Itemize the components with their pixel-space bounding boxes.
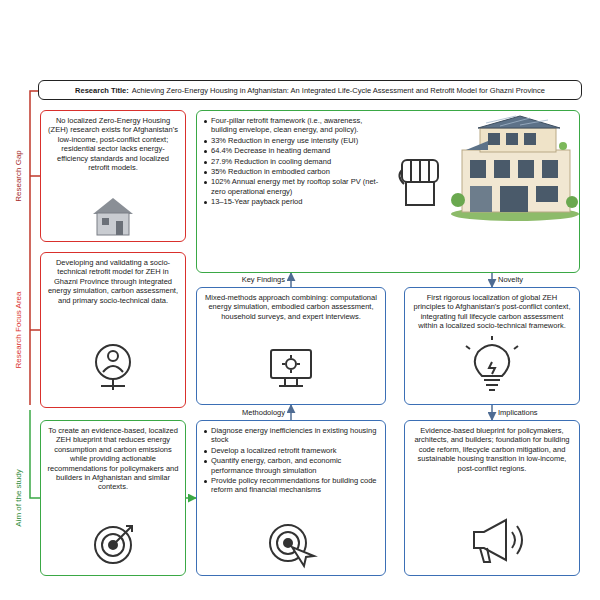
bullet-text: 13–15-Year payback period [211,197,302,206]
bullet-dot [204,430,207,433]
bullet-item: Develop a localized retrofit framework [203,446,379,455]
flow-arrow [186,497,196,499]
target-cursor-icon [270,525,314,566]
bullet-item: 33% Reduction in energy use intensity (E… [203,136,379,145]
text-area: Four-pillar retrofit framework (i.e., aw… [203,116,379,206]
bullet-dot [204,181,207,184]
bullet-dot [204,171,207,174]
bullet-dot [204,120,207,123]
title-text: Achieving Zero-Energy Housing in Afghani… [132,86,545,95]
bracket-line [30,410,40,498]
bullet-dot [204,460,207,463]
flow-label: Methodology [241,408,286,418]
text-area: To create an evidence-based, localized Z… [47,426,179,492]
flow-label: Key Findings [241,275,286,285]
flow-arrow [491,405,493,420]
text-area: No localized Zero-Energy Housing (ZEH) r… [47,116,179,172]
bullet-item: 64.4% Decrease in heating demand [203,146,379,155]
bullet-text: 35% Reduction in embodied carbon [211,167,330,176]
title-box: Research Title:Achieving Zero-Energy Hou… [38,80,582,100]
text-area: First rigorous localization of global ZE… [411,293,573,331]
bracket-tick [30,176,40,330]
text-area: Evidence-based blueprint for policymaker… [411,426,573,473]
bullet-dot [204,161,207,164]
bullet-item: 27.9% Reduction in cooling demand [203,157,379,166]
bullet-dot [204,201,207,204]
gear-monitor-icon [271,350,311,386]
text-area: Research Title:Achieving Zero-Energy Hou… [45,86,575,95]
bracket-line [30,91,38,405]
bullet-item: 35% Reduction in embodied carbon [203,167,379,176]
target-icon [95,526,132,563]
text-area: Diagnose energy inefficiencies in existi… [203,426,379,495]
box-text: To create an evidence-based, localized Z… [47,426,179,492]
bullet-dot [204,150,207,153]
text-area: Developing and validating a socio-techni… [47,258,179,305]
section-label: Research Focus Area [14,292,23,369]
flow-arrow [290,273,292,287]
text-area: Mixed-methods approach combining: comput… [203,293,379,321]
box-text: Developing and validating a socio-techni… [47,258,179,305]
bullet-item: Four-pillar retrofit framework (i.e., aw… [203,116,379,135]
bullet-dot [204,450,207,453]
house-icon [93,198,133,235]
bullet-text: Provide policy recommendations for build… [211,476,379,495]
research-focus-box: Developing and validating a socio-techni… [40,252,186,408]
bullet-text: 27.9% Reduction in cooling demand [211,157,331,166]
bullet-text: Quantify energy, carbon, and economic pe… [211,456,379,475]
box-text: Mixed-methods approach combining: comput… [203,293,379,321]
lightbulb-icon [466,336,518,390]
bullet-item: Provide policy recommendations for build… [203,476,379,495]
bullet-item: Quantify energy, carbon, and economic pe… [203,456,379,475]
objectives-box: Diagnose energy inefficiencies in existi… [196,420,386,576]
bullet-text: Four-pillar retrofit framework (i.e., aw… [211,116,379,135]
box-text: No localized Zero-Energy Housing (ZEH) r… [47,116,179,172]
bullet-text: Diagnose energy inefficiencies in existi… [211,426,379,445]
key-findings-box: Four-pillar retrofit framework (i.e., aw… [196,110,580,273]
building-illustration [451,116,579,221]
bullet-text: 64.4% Decrease in heating demand [211,146,330,155]
flow-arrow [491,273,493,287]
bullet-item: 13–15-Year payback period [203,197,379,206]
megaphone-icon [474,520,522,562]
title-heading: Research Title: [75,86,129,95]
methodology-box: Mixed-methods approach combining: comput… [196,287,386,405]
bullet-item: 102% Annual energy met by rooftop solar … [203,177,379,196]
flow-label: Novelty [497,275,524,285]
aim-box: To create an evidence-based, localized Z… [40,420,186,576]
flow-label: Implications [497,408,539,418]
section-label: Research Gap [14,150,23,202]
bullet-item: Diagnose energy inefficiencies in existi… [203,426,379,445]
bullet-text: Develop a localized retrofit framework [211,446,336,455]
fist-icon [399,160,438,205]
focus-icon [96,345,130,390]
bullet-text: 102% Annual energy met by rooftop solar … [211,177,379,196]
bullet-text: 33% Reduction in energy use intensity (E… [211,136,358,145]
bullet-dot [204,480,207,483]
section-label: Aim of the study [14,469,23,526]
box-text: First rigorous localization of global ZE… [411,293,573,331]
flow-arrow [290,405,292,420]
novelty-box: First rigorous localization of global ZE… [404,287,580,405]
research-gap-box: No localized Zero-Energy Housing (ZEH) r… [40,110,186,242]
bullet-dot [204,140,207,143]
implications-box: Evidence-based blueprint for policymaker… [404,420,580,576]
box-text: Evidence-based blueprint for policymaker… [411,426,573,473]
